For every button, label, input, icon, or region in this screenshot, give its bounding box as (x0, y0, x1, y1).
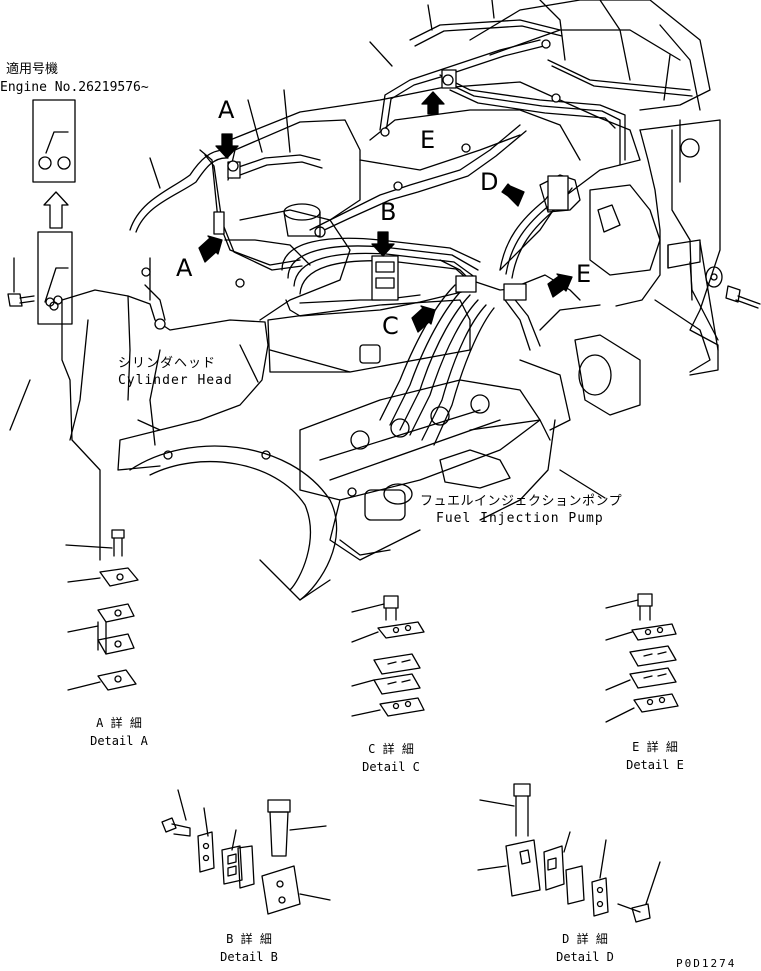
detail-a-en: Detail A (90, 734, 148, 748)
applicability-jp: 適用号機 (6, 62, 59, 77)
engine-number: Engine No.26219576~ (0, 80, 149, 95)
detail-e-en: Detail E (626, 758, 684, 772)
view-letter-d: D (480, 168, 499, 196)
view-letter-e-right: E (576, 260, 592, 288)
detail-d-jp: D 詳 細 (562, 932, 608, 946)
fuel-pipes (129, 19, 693, 446)
detail-c-en: Detail C (362, 760, 420, 774)
view-arrows (198, 91, 573, 333)
detail-b-jp: B 詳 細 (226, 932, 272, 946)
detail-e-parts (605, 593, 679, 723)
detail-b-parts (161, 789, 331, 915)
detail-a-parts (65, 529, 139, 691)
inset-clamp-view (32, 99, 76, 325)
main-clamps (141, 39, 569, 330)
leader-lines (9, 0, 681, 499)
detail-e-jp: E 詳 細 (632, 740, 678, 754)
left-bolt (7, 257, 35, 307)
detail-b-en: Detail B (220, 950, 278, 964)
part-code: P0D1274 (676, 957, 737, 970)
oil-filler (283, 203, 321, 237)
right-bracket (667, 239, 761, 351)
view-letter-e-top: E (420, 126, 436, 154)
detail-c-jp: C 詳 細 (368, 742, 414, 756)
view-letter-a-top: A (218, 96, 235, 124)
view-letter-a-left: A (176, 254, 193, 282)
view-letter-c: C (382, 312, 399, 340)
cylinder-head-jp: シリンダヘッド (118, 356, 217, 371)
detail-d-en: Detail D (556, 950, 614, 964)
detail-c-parts (351, 595, 425, 717)
detail-d-parts (477, 783, 661, 923)
fuel-pump-en: Fuel Injection Pump (436, 511, 604, 526)
engine-block (61, 0, 721, 601)
detail-a-jp: A 詳 細 (96, 716, 142, 730)
fuel-pump-jp: フュエルインジェクションポンプ (420, 494, 623, 509)
cylinder-head-en: Cylinder Head (118, 373, 233, 388)
view-letter-b: B (380, 198, 397, 226)
